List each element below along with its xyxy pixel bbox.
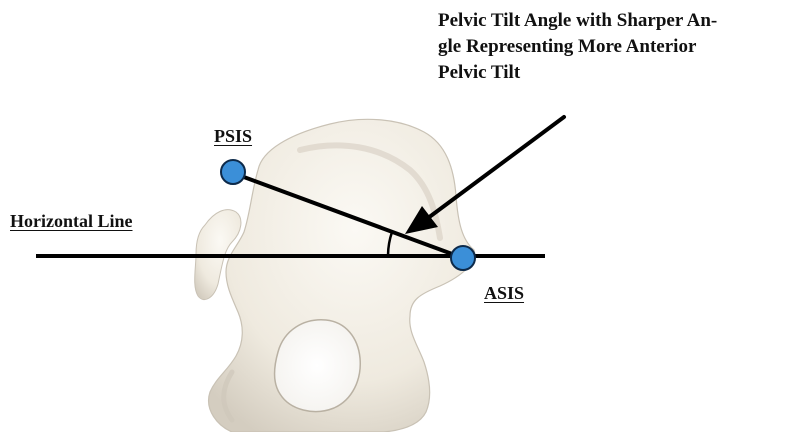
caption-line-2: gle Representing More Anterior — [438, 34, 717, 60]
horizontal-line-label: Horizontal Line — [10, 211, 133, 232]
obturator-foramen — [275, 320, 361, 412]
asis-label: ASIS — [484, 283, 524, 304]
psis-label: PSIS — [214, 126, 252, 147]
pelvic-tilt-caption: Pelvic Tilt Angle with Sharper An- gle R… — [438, 8, 717, 86]
asis-landmark-icon — [451, 246, 475, 270]
psis-landmark-icon — [221, 160, 245, 184]
caption-line-3: Pelvic Tilt — [438, 60, 717, 86]
caption-line-1: Pelvic Tilt Angle with Sharper An- — [438, 8, 717, 34]
